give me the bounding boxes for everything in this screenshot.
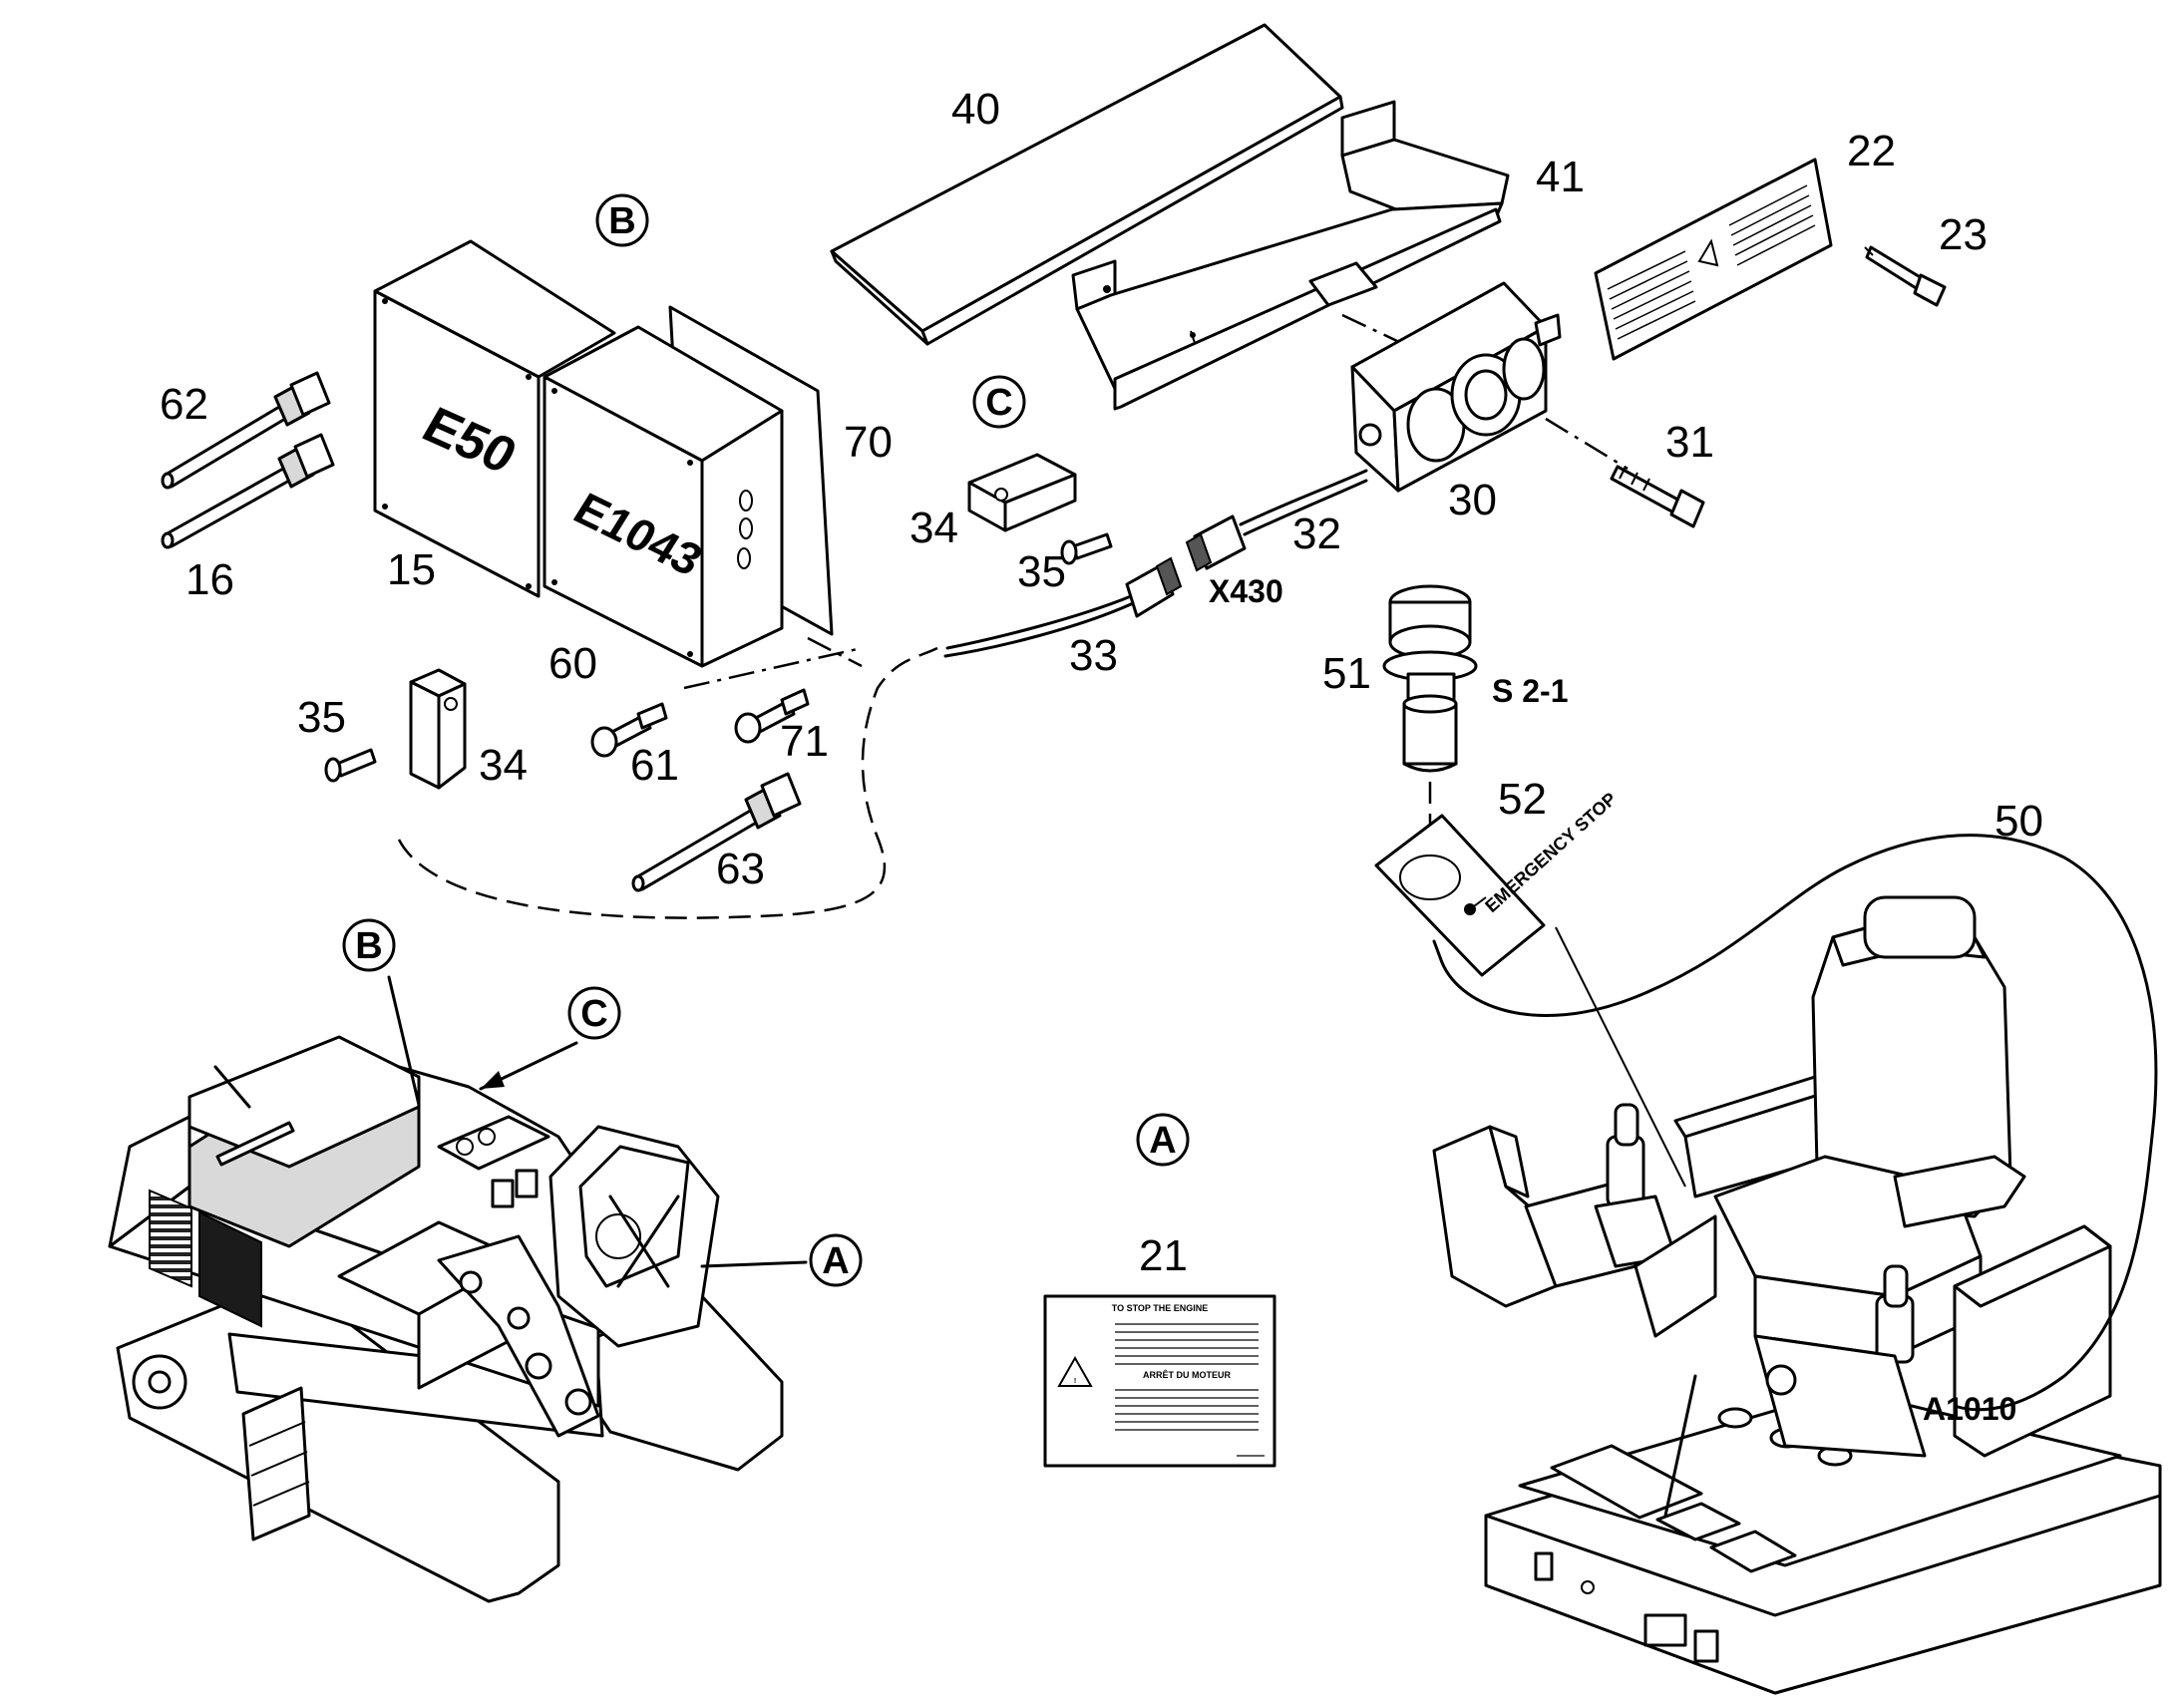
svg-text:B: B <box>355 925 382 967</box>
rivet-23 <box>1864 245 1947 307</box>
decal-21-title-en: TO STOP THE ENGINE <box>1112 1303 1209 1313</box>
harness-end <box>1432 939 1442 959</box>
bolt-31 <box>1610 465 1705 528</box>
part-number-70: 70 <box>844 418 893 467</box>
control-box-e50-15: E50 <box>373 239 616 598</box>
part-number-23: 23 <box>1939 210 1988 259</box>
svg-text:A: A <box>822 1240 849 1282</box>
part-number-71: 71 <box>780 717 829 766</box>
plug-x430 <box>1185 469 1368 572</box>
switch-s2-1: S 2-1 <box>1492 673 1568 709</box>
operator-cab-a1010 <box>1432 895 2162 1695</box>
part-number-30: 30 <box>1448 476 1497 524</box>
part-number-22: 22 <box>1847 127 1896 175</box>
view-label-a-center: A <box>1136 1113 1190 1167</box>
part-number-62: 62 <box>160 380 208 429</box>
walkway-grating-40 <box>830 23 1344 346</box>
screw-71 <box>734 688 810 744</box>
view-label-a-excavator: A <box>809 1233 863 1287</box>
svg-text:!: ! <box>1074 1378 1076 1385</box>
support-bracket-41 <box>1071 100 1510 411</box>
part-number-51: 51 <box>1322 649 1371 698</box>
part-number-15: 15 <box>387 545 436 594</box>
cable-route <box>397 646 938 919</box>
part-number-34-detail: 34 <box>909 504 958 552</box>
part-number-34-left: 34 <box>479 741 528 790</box>
part-number-40: 40 <box>951 85 1000 134</box>
svg-text:B: B <box>608 200 635 242</box>
arrow-view-c <box>481 1071 505 1089</box>
leader-60-61 <box>683 646 863 690</box>
emergency-stop-button-51 <box>1382 584 1478 773</box>
part-number-60: 60 <box>548 639 597 688</box>
clip-34-detail <box>967 453 1077 532</box>
view-label-c-excavator: C <box>567 986 621 1040</box>
part-number-50: 50 <box>1995 797 2043 846</box>
part-number-21: 21 <box>1139 1231 1188 1280</box>
part-number-31: 31 <box>1665 418 1714 467</box>
svg-text:A: A <box>1149 1120 1176 1162</box>
decal-21: TO STOP THE ENGINE ! ARRÊT DU MOTEUR <box>1043 1294 1276 1468</box>
part-number-16: 16 <box>185 555 234 604</box>
view-label-b-top: B <box>595 193 649 247</box>
excavator-overview <box>108 1035 784 1603</box>
connector-x430: X430 <box>1209 573 1283 609</box>
switch-box-30 <box>1350 281 1562 493</box>
decal-21-title-fr: ARRÊT DU MOTEUR <box>1143 1369 1231 1380</box>
part-number-32: 32 <box>1292 510 1341 558</box>
leader-31 <box>1545 417 1629 471</box>
screw-35-detail <box>1060 532 1113 565</box>
cab-code-a1010: A1010 <box>1923 1391 2016 1427</box>
part-number-63: 63 <box>716 845 765 893</box>
part-number-41: 41 <box>1536 153 1585 201</box>
part-number-61: 61 <box>630 741 679 790</box>
part-number-35-detail: 35 <box>1017 547 1066 596</box>
leader-52-cab <box>1555 926 1686 1188</box>
part-number-33: 33 <box>1069 631 1118 680</box>
leader-view-b <box>387 975 421 1107</box>
part-number-35-left: 35 <box>297 693 346 742</box>
svg-text:C: C <box>985 382 1012 424</box>
warning-plate-22 <box>1594 158 1833 361</box>
leader-view-a <box>700 1260 808 1268</box>
cable-gland-62 <box>161 371 331 490</box>
view-label-b-excavator: B <box>342 918 396 972</box>
screw-61 <box>590 702 668 758</box>
leader-70-71 <box>807 636 863 668</box>
cable-33 <box>943 556 1183 658</box>
cable-gland-16 <box>161 433 335 549</box>
screw-35-left <box>324 748 377 783</box>
control-box-e1043-60: E1043 <box>543 325 784 668</box>
view-label-c-top: C <box>972 375 1026 429</box>
part-number-52: 52 <box>1498 775 1547 824</box>
svg-text:C: C <box>580 993 607 1035</box>
clip-34-left <box>409 668 467 790</box>
cable-gland-63 <box>631 772 802 892</box>
wiring-harness-50 <box>1438 834 2158 1412</box>
